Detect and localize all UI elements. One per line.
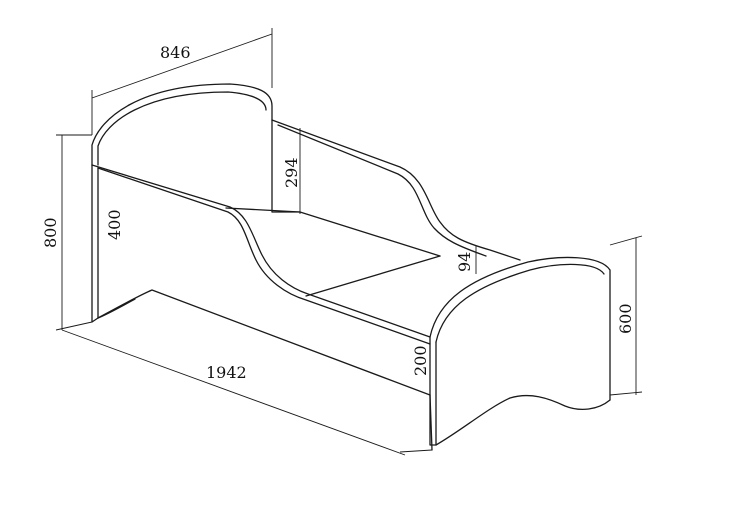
footboard-height-label: 600 bbox=[616, 303, 635, 334]
side-rail-height-label: 294 bbox=[282, 157, 301, 188]
mattress-gap-label: 94 bbox=[455, 252, 474, 272]
dimension-lines bbox=[55, 28, 643, 456]
back-side-rail bbox=[271, 119, 521, 261]
footboard bbox=[429, 256, 611, 446]
dimension-labels: 846 800 1942 600 400 294 94 200 bbox=[41, 43, 635, 382]
base-panel bbox=[97, 298, 433, 451]
length-label: 1942 bbox=[206, 363, 247, 382]
front-side-panel bbox=[91, 164, 431, 396]
width-label: 846 bbox=[160, 43, 191, 62]
side-panel-height-label: 400 bbox=[105, 209, 124, 240]
mattress-lines bbox=[225, 207, 441, 297]
base-height-label: 200 bbox=[411, 345, 430, 376]
headboard-height-label: 800 bbox=[41, 217, 60, 248]
headboard bbox=[91, 83, 273, 166]
